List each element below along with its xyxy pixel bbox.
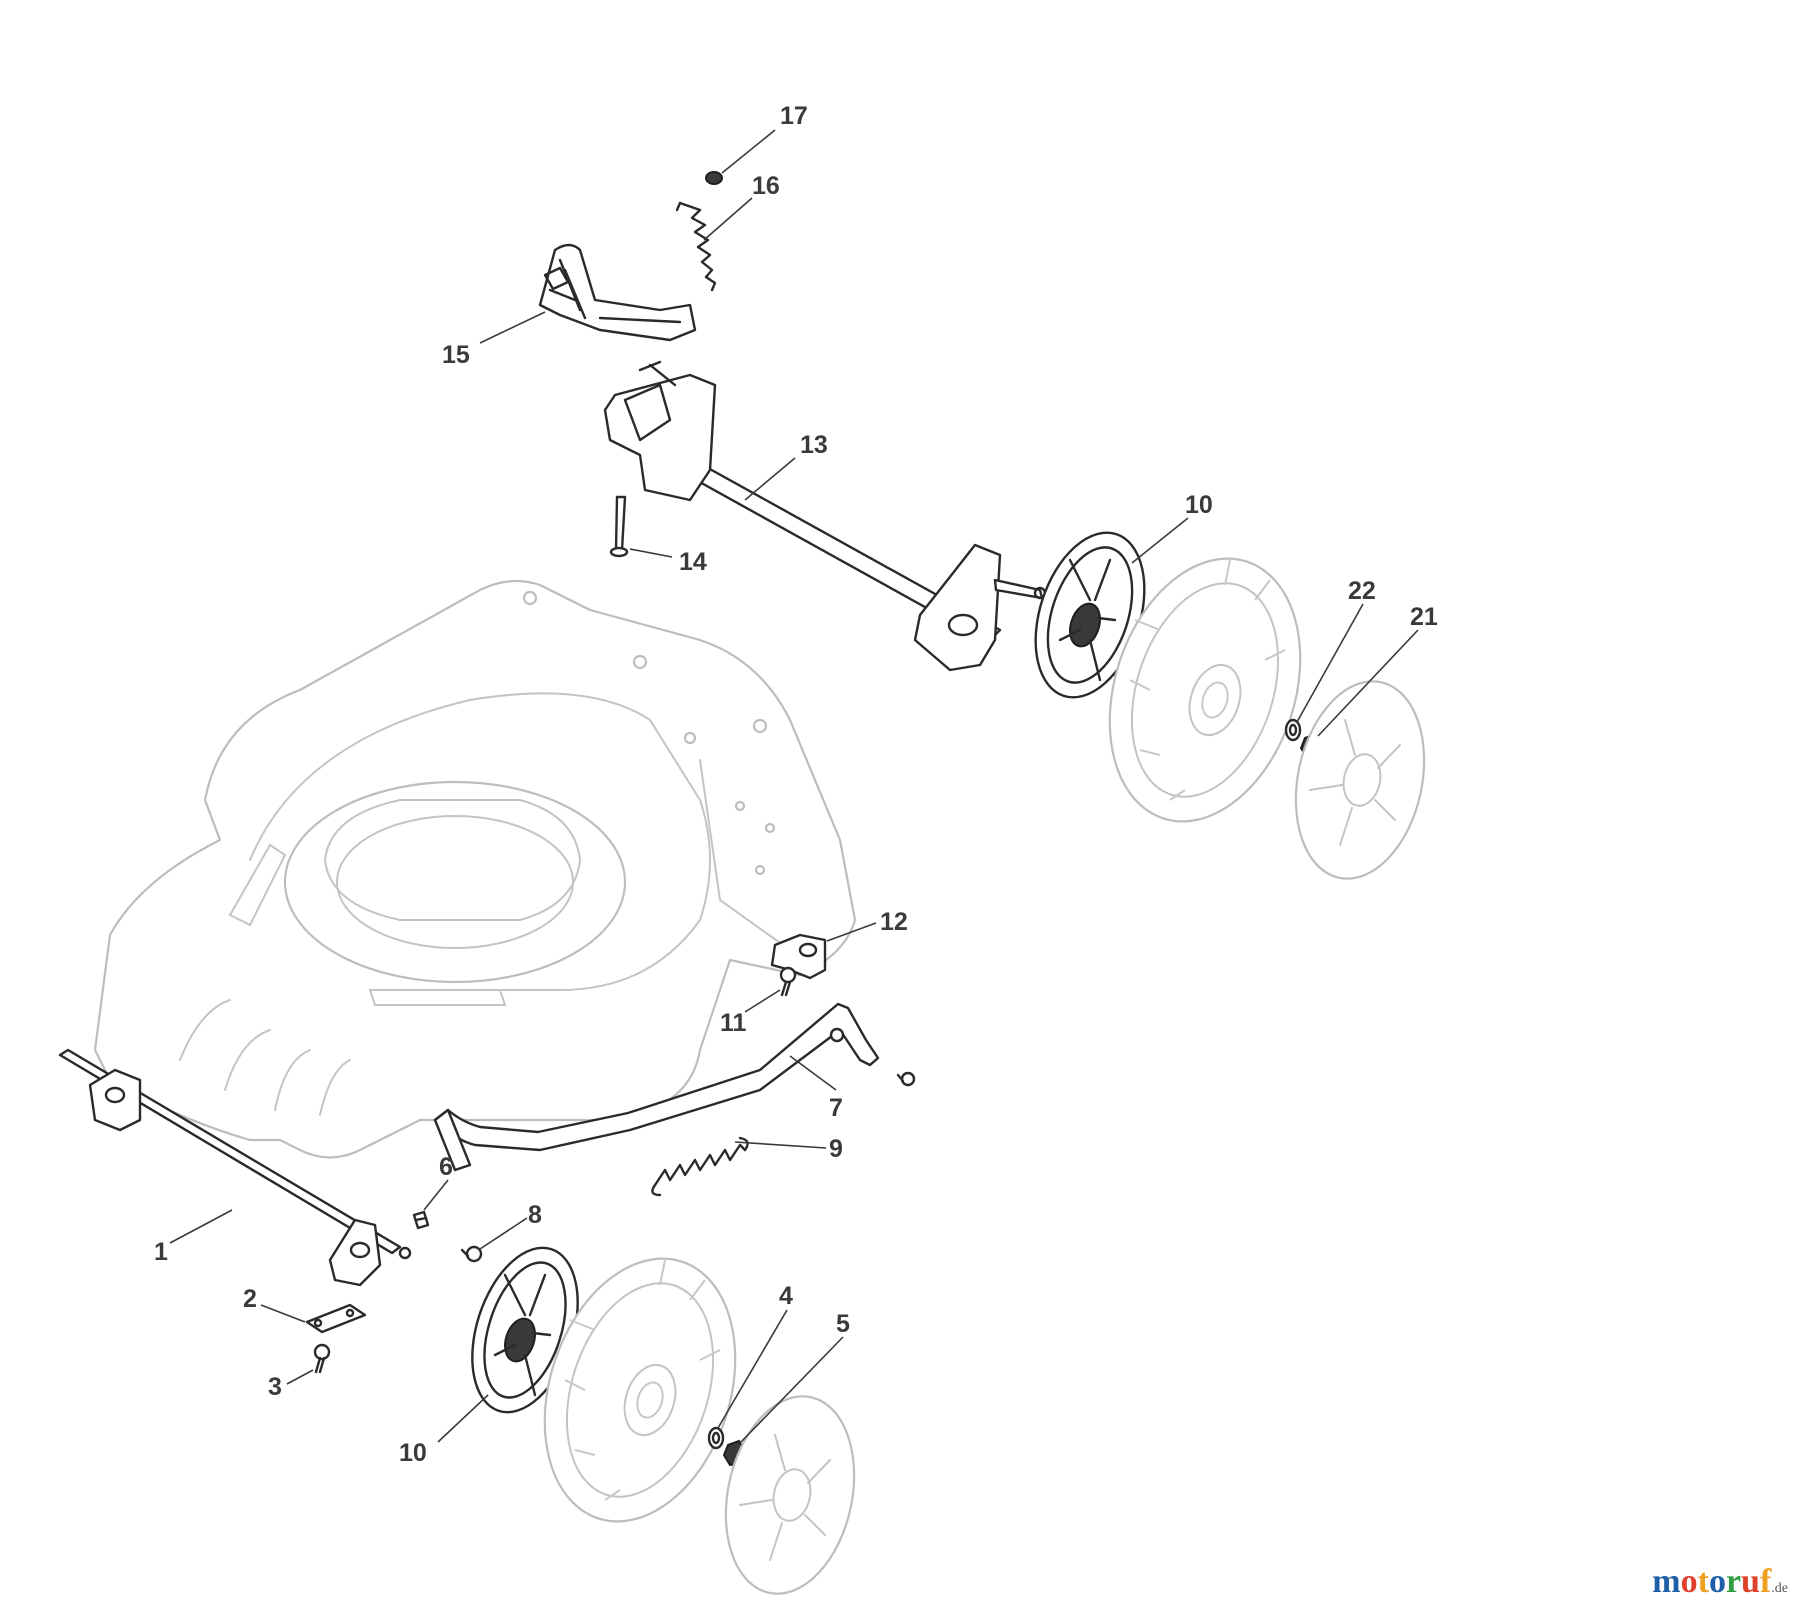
callout-10-front: 10	[399, 1439, 427, 1467]
leader-4	[717, 1309, 788, 1429]
rod-end-screw	[896, 1071, 916, 1087]
part-8-screw	[460, 1245, 483, 1263]
leader-12	[826, 922, 877, 942]
leader-lines	[169, 129, 1419, 1444]
leader-7	[789, 1055, 837, 1091]
part-1-front-axle	[58, 1048, 412, 1287]
callout-14: 14	[679, 548, 707, 576]
leader-6	[423, 1179, 449, 1211]
part-13-rear-axle	[603, 360, 1047, 672]
callout-labels: 17 16 15 13 14 10 22 21 12 11 7 9 6 8 1 …	[154, 102, 1438, 1467]
leader-5	[739, 1336, 844, 1444]
callout-7: 7	[829, 1094, 843, 1122]
callout-5: 5	[836, 1310, 850, 1338]
callout-17: 17	[780, 102, 808, 130]
part-17-nut	[705, 171, 723, 185]
part-15-lever	[538, 243, 697, 342]
part-6-clip	[412, 1210, 430, 1230]
part-12-bracket	[770, 933, 827, 980]
callout-2: 2	[243, 1285, 257, 1313]
watermark-letter: o	[1680, 1563, 1698, 1600]
front-wheel-tire	[543, 1257, 737, 1523]
watermark-letter: u	[1741, 1563, 1760, 1600]
leader-11	[744, 989, 781, 1013]
callout-22: 22	[1348, 577, 1376, 605]
callout-10-rear: 10	[1185, 491, 1213, 519]
callout-21: 21	[1410, 603, 1438, 631]
part-22-washer	[1284, 718, 1302, 742]
part-2-plate	[305, 1303, 367, 1334]
watermark-letter: t	[1697, 1563, 1709, 1600]
leader-9	[734, 1141, 827, 1149]
watermark-letter: r	[1725, 1563, 1742, 1600]
leader-10b	[437, 1394, 489, 1443]
leader-14	[629, 548, 673, 558]
leader-2	[260, 1304, 306, 1323]
leader-17	[721, 129, 776, 174]
rear-wheel-tire	[1108, 557, 1302, 823]
part-10-rear-hub-plate	[1034, 531, 1146, 699]
leader-10a	[1131, 517, 1189, 564]
callout-16: 16	[752, 172, 780, 200]
rear-hub-cap	[1294, 680, 1426, 880]
callout-8: 8	[528, 1201, 542, 1229]
part-14-pin	[609, 495, 629, 558]
watermark-suffix: .de	[1771, 1581, 1788, 1596]
callout-6: 6	[439, 1153, 453, 1181]
callout-9: 9	[829, 1135, 843, 1163]
part-3-screw	[313, 1343, 331, 1374]
part-7-adjust-rod	[433, 1002, 880, 1172]
mower-deck	[93, 579, 857, 1159]
callout-13: 13	[800, 431, 828, 459]
leader-16	[703, 197, 753, 241]
leader-8	[479, 1217, 528, 1250]
part-9-spring	[651, 1136, 749, 1197]
callout-4: 4	[779, 1282, 793, 1310]
leader-21	[1317, 629, 1419, 737]
watermark-letter: o	[1708, 1563, 1726, 1600]
leader-13	[744, 457, 796, 501]
leader-22	[1296, 603, 1364, 723]
part-16-spring	[675, 201, 717, 292]
part-11-screw	[779, 966, 797, 997]
leader-15	[479, 311, 546, 344]
callout-12: 12	[880, 908, 908, 936]
front-hub-cap	[724, 1395, 856, 1595]
callout-1: 1	[154, 1238, 168, 1266]
leader-1	[169, 1209, 233, 1244]
watermark-letter: m	[1652, 1563, 1681, 1600]
part-4-washer	[707, 1426, 725, 1450]
watermark-letter: f	[1759, 1563, 1772, 1600]
callout-3: 3	[268, 1373, 282, 1401]
callout-11: 11	[720, 1009, 747, 1037]
callout-15: 15	[442, 341, 470, 369]
leader-3	[286, 1369, 314, 1385]
motoruf-watermark-logo: motoruf.de	[1652, 1563, 1788, 1601]
